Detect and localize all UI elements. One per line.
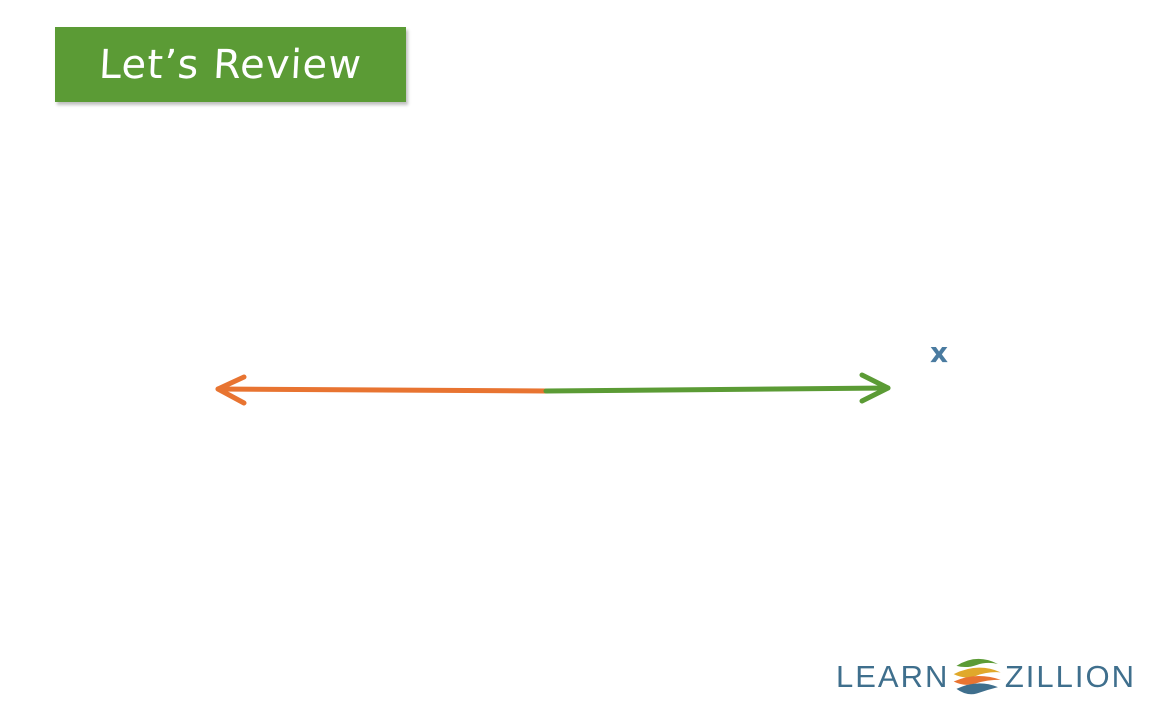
brand-right-word: ZILLION	[1004, 658, 1136, 694]
number-line-left-segment	[215, 386, 549, 394]
variable-label: x	[930, 336, 949, 369]
right-arrowhead	[859, 372, 891, 404]
number-line-right-segment	[543, 385, 891, 394]
learnzillion-globe-icon	[953, 652, 1002, 700]
left-arrowhead	[215, 374, 247, 406]
brand-left-word: LEARN	[836, 658, 950, 694]
learnzillion-logo: LEARN ZILLION	[836, 646, 1136, 706]
title-banner: Let’s Review	[55, 27, 406, 102]
